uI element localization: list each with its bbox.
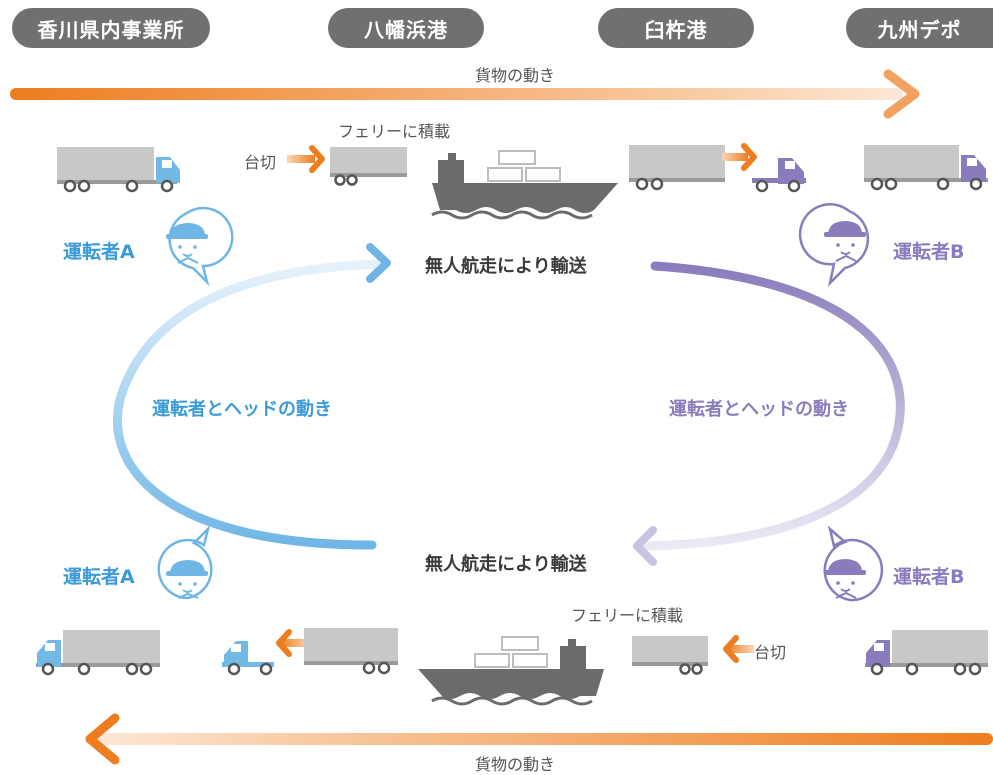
truck-icon-b-top	[864, 145, 988, 191]
truck-icon-b-bottom	[865, 630, 988, 676]
driver-a-label-bottom: 運転者A	[63, 566, 135, 588]
driver-b-label-bottom: 運転者B	[893, 566, 965, 588]
driver-b-label-top: 運転者B	[893, 241, 965, 263]
driver-icon-a-top	[166, 206, 234, 287]
tractor-head-icon-b-top	[752, 158, 806, 193]
trailer-icon-arrive-top	[629, 145, 725, 191]
ship-icon-bottom	[418, 636, 604, 706]
cargo-flow-label-bottom: 貨物の動き	[475, 755, 556, 774]
ferry-load-label-bottom: フェリーに積載	[571, 606, 684, 625]
cargo-flow-label-top: 貨物の動き	[475, 66, 556, 85]
tractor-head-icon-a-bottom	[222, 641, 274, 676]
truck-icon-a-top	[57, 147, 180, 193]
location-yawatahama: 八幡浜港	[328, 8, 484, 48]
driver-icon-b-bottom	[823, 525, 884, 602]
unmanned-transport-label-bottom: 無人航走により輸送	[425, 554, 587, 575]
trailer-icon-bottom	[632, 636, 708, 675]
detach-arrow-icon-top	[287, 145, 325, 173]
driver-loop-left-icon	[113, 243, 391, 550]
ferry-load-label-top: フェリーに積載	[338, 122, 451, 141]
trailer-icon-top	[330, 147, 407, 186]
cargo-arrow-left-icon	[85, 713, 993, 765]
truck-icon-a-bottom	[36, 630, 160, 676]
couple-arrow-icon-top	[722, 143, 757, 171]
driver-loop-right-icon	[633, 261, 905, 566]
trailer-icon-arrive-bottom	[304, 628, 398, 675]
location-kagawa: 香川県内事業所	[12, 8, 210, 48]
location-kyushu-depot: 九州デポ	[846, 8, 993, 48]
driver-head-flow-label-right: 運転者とヘッドの動き	[669, 399, 849, 420]
ship-icon-top	[431, 150, 618, 220]
cargo-arrow-right-icon	[10, 69, 920, 119]
driver-head-flow-label-left: 運転者とヘッドの動き	[152, 399, 332, 420]
detach-label-bottom: 台切	[754, 643, 787, 662]
driver-icon-a-bottom	[157, 524, 213, 600]
unmanned-transport-label-top: 無人航走により輸送	[425, 256, 587, 277]
detach-arrow-icon-bottom	[723, 635, 754, 663]
driver-a-label-top: 運転者A	[63, 241, 135, 263]
driver-icon-b-top	[798, 203, 870, 287]
location-usuki: 臼杵港	[598, 8, 754, 48]
detach-label-top: 台切	[244, 153, 277, 172]
couple-arrow-icon-bottom	[276, 629, 310, 657]
